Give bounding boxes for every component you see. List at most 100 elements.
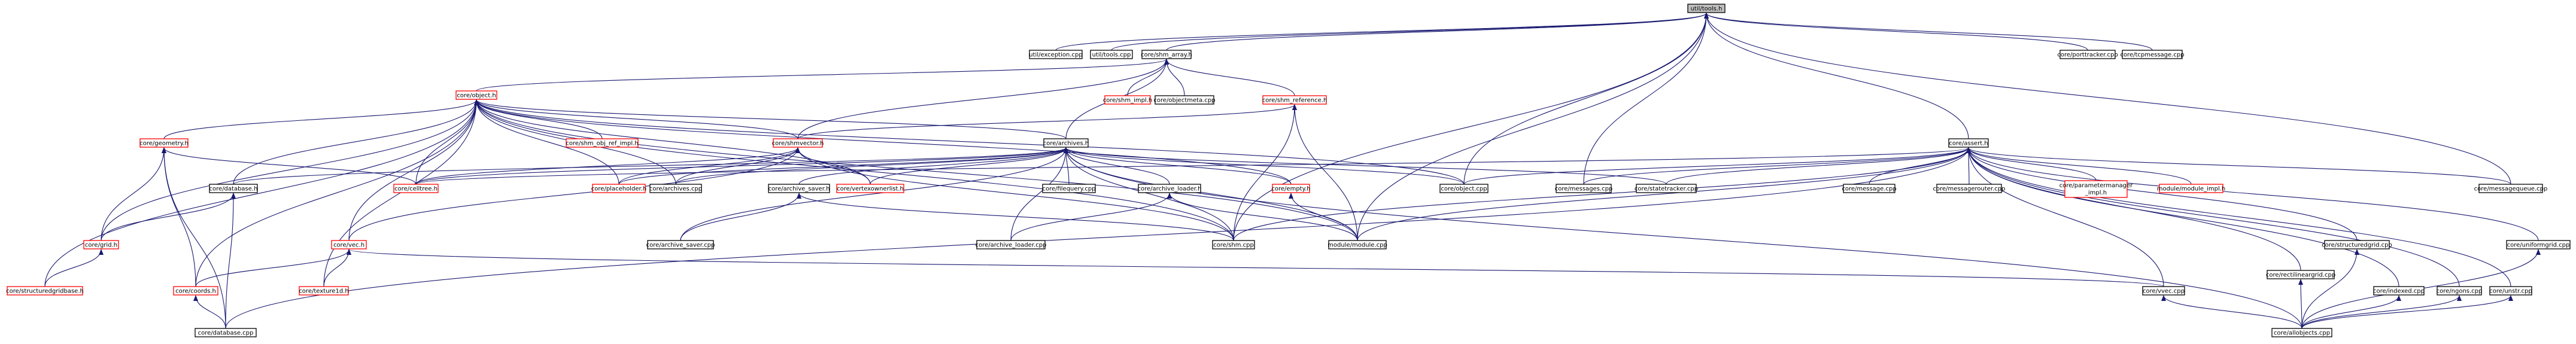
node-core-indexed-cpp[interactable]: core/indexed.cpp	[2373, 286, 2425, 296]
node-core-shm-obj-ref-impl-h[interactable]: core/shm_obj_ref_impl.h	[566, 138, 639, 148]
node-core-texture1d-h[interactable]: core/texture1d.h	[299, 286, 349, 296]
node-core-database-cpp[interactable]: core/database.cpp	[195, 328, 257, 337]
node-core-empty-h[interactable]: core/empty.h	[1271, 184, 1311, 193]
node-core-archives-cpp[interactable]: core/archives.cpp	[649, 184, 702, 193]
edge-core-archives-h-to-core-database-h	[233, 147, 1068, 185]
node-core-uniformgrid-cpp[interactable]: core/uniformgrid.cpp	[2506, 240, 2571, 249]
node-core-statetracker-cpp[interactable]: core/statetracker.cpp	[1635, 184, 1698, 193]
edge-core-archives-h-to-core-archive-saver-h	[798, 147, 1068, 185]
node-label: core/placeholder.h	[591, 186, 646, 193]
node-core-geometry-h[interactable]: core/geometry.h	[139, 138, 189, 148]
node-module-module-cpp[interactable]: module/module.cpp	[1328, 240, 1387, 249]
node-box	[2059, 50, 2116, 59]
node-core-objectmeta-cpp[interactable]: core/objectmeta.cpp	[1153, 95, 1216, 105]
node-util-tools-cpp[interactable]: util/tools.cpp	[1090, 50, 1133, 59]
node-box	[592, 184, 646, 193]
edge-core-assert-h-to-core-messagequeue-cpp	[1966, 147, 2511, 185]
node-core-archive-saver-h[interactable]: core/archive_saver.h	[768, 184, 830, 193]
node-box	[1843, 184, 1895, 193]
node-box	[1948, 138, 1989, 148]
node-core-vec-h[interactable]: core/vec.h	[331, 240, 367, 249]
node-box	[83, 240, 119, 249]
node-box	[2159, 184, 2223, 193]
edge-core-rectilineargrid-cpp-to-core-allobjects-cpp	[2298, 279, 2304, 329]
node-label: core/archive_saver.h	[768, 186, 830, 193]
node-core-coords-h[interactable]: core/coords.h	[173, 286, 218, 296]
node-util-tools-h[interactable]: util/tools.h	[1687, 4, 1726, 13]
node-label: core/empty.h	[1271, 186, 1310, 193]
node-label: util/tools.cpp	[1092, 52, 1131, 59]
node-core-archives-h[interactable]: core/archives.h	[1043, 138, 1089, 148]
node-box	[139, 138, 189, 148]
node-box	[649, 184, 702, 193]
node-label: core/geometry.h	[139, 141, 189, 147]
node-core-vvec-cpp[interactable]: core/vvec.cpp	[2142, 286, 2185, 296]
edge-core-assert-h-to-core-parametermanager-impl-h	[1966, 147, 2097, 181]
node-core-shmvector-h[interactable]: core/shmvector.h	[772, 138, 824, 148]
node-core-filequery-cpp[interactable]: core/filequery.cpp	[1042, 184, 1096, 193]
edge-core-geometry-h-to-core-database-cpp	[162, 147, 226, 329]
node-core-parametermanager-impl-h[interactable]: core/parametermanager_impl.h	[2059, 180, 2133, 198]
edge-core-database-h-to-core-grid-h	[101, 193, 236, 241]
edge-core-archive-loader-h-to-module-module-cpp	[1167, 193, 1358, 241]
node-core-archive-saver-cpp[interactable]: core/archive_saver.cpp	[646, 240, 715, 249]
edge-core-shm-array-h-to-core-shm-reference-h	[1164, 59, 1295, 96]
node-label: core/ngons.cpp	[2437, 288, 2483, 295]
node-core-object-h[interactable]: core/object.h	[455, 90, 497, 100]
node-core-placeholder-h[interactable]: core/placeholder.h	[591, 184, 646, 193]
node-core-messagerouter-cpp[interactable]: core/messagerouter.cpp	[1933, 184, 2006, 193]
edge-core-assert-h-to-core-statetracker-cpp	[1666, 147, 1971, 185]
node-core-messages-cpp[interactable]: core/messages.cpp	[1555, 184, 1613, 193]
node-core-structuredgridbase-h[interactable]: core/structuredgridbase.h	[6, 286, 84, 296]
node-box	[2489, 286, 2532, 296]
node-core-unstr-cpp[interactable]: core/unstr.cpp	[2489, 286, 2532, 296]
node-box	[393, 184, 439, 193]
edge-core-shm-array-h-to-core-shmvector-h	[797, 59, 1169, 139]
node-core-database-h[interactable]: core/database.h	[209, 184, 258, 193]
node-core-structuredgrid-cpp[interactable]: core/structuredgrid.cpp	[2322, 240, 2392, 249]
node-box	[1029, 50, 1083, 59]
node-core-message-cpp[interactable]: core/message.cpp	[1842, 184, 1897, 193]
node-label: core/coords.h	[175, 288, 216, 295]
edge-core-archives-h-to-core-allobjects-cpp	[1064, 147, 2302, 329]
node-core-archive-loader-cpp[interactable]: core/archive_loader.cpp	[976, 240, 1047, 249]
node-label: core/messagerouter.cpp	[1933, 186, 2006, 193]
node-core-vertexownerlist-h[interactable]: core/vertexownerlist.h	[836, 184, 904, 193]
node-core-grid-h[interactable]: core/grid.h	[83, 240, 119, 249]
edge-core-object-h-to-core-coords-h	[195, 99, 479, 287]
edge-util-tools-h-to-util-tools-cpp	[1111, 13, 1709, 51]
edge-core-archives-h-to-core-archives-cpp	[675, 147, 1068, 185]
node-core-ngons-cpp[interactable]: core/ngons.cpp	[2437, 286, 2483, 296]
edge-core-assert-h-to-core-indexed-cpp	[1966, 147, 2399, 287]
node-core-shm-reference-h[interactable]: core/shm_reference.h	[1262, 95, 1328, 105]
edge-core-shm-reference-h-to-core-shmvector-h	[797, 104, 1297, 139]
edge-core-geometry-h-to-core-coords-h	[162, 147, 196, 287]
node-label: module/module.cpp	[1328, 242, 1387, 249]
node-module-module-impl-h[interactable]: module/module_impl.h	[2157, 184, 2225, 193]
node-core-porttracker-cpp[interactable]: core/porttracker.cpp	[2057, 50, 2118, 59]
node-core-object-cpp[interactable]: core/object.cpp	[1439, 184, 1489, 193]
edge-core-object-h-to-core-geometry-h	[163, 99, 479, 139]
node-core-celltree-h[interactable]: core/celltree.h	[393, 184, 439, 193]
node-core-archive-loader-h[interactable]: core/archive_loader.h	[1138, 184, 1202, 193]
node-core-shm-array-h[interactable]: core/shm_array.h	[1141, 50, 1192, 59]
node-label: core/message.cpp	[1842, 186, 1896, 193]
node-util-exception-cpp[interactable]: util/exception.cpp	[1029, 50, 1083, 59]
node-box	[2271, 328, 2332, 337]
edge-core-assert-h-to-core-celltree-h	[415, 147, 1971, 185]
edge-core-assert-h-to-core-structuredgrid-cpp	[1966, 147, 2358, 241]
node-core-tcpmessage-cpp[interactable]: core/tcpmessage.cpp	[2120, 50, 2185, 59]
node-core-rectilineargrid-cpp[interactable]: core/rectilineargrid.cpp	[2266, 270, 2335, 279]
node-core-assert-h[interactable]: core/assert.h	[1948, 138, 1989, 148]
node-core-messagequeue-cpp[interactable]: core/messagequeue.cpp	[2474, 184, 2548, 193]
node-label: core/uniformgrid.cpp	[2507, 242, 2570, 249]
node-label: core/archive_loader.h	[1138, 186, 1202, 193]
node-core-shm-cpp[interactable]: core/shm.cpp	[1212, 240, 1255, 249]
node-box	[2437, 286, 2482, 296]
node-label: core/archive_saver.cpp	[646, 242, 715, 249]
node-core-shm-impl-h[interactable]: core/shm_impl.h	[1103, 95, 1152, 105]
node-label: core/celltree.h	[394, 186, 438, 193]
edge-core-coords-h-to-core-database-cpp	[193, 295, 226, 329]
edge-core-shm-array-h-to-core-object-h	[476, 59, 1169, 92]
node-core-allobjects-cpp[interactable]: core/allobjects.cpp	[2271, 328, 2332, 337]
